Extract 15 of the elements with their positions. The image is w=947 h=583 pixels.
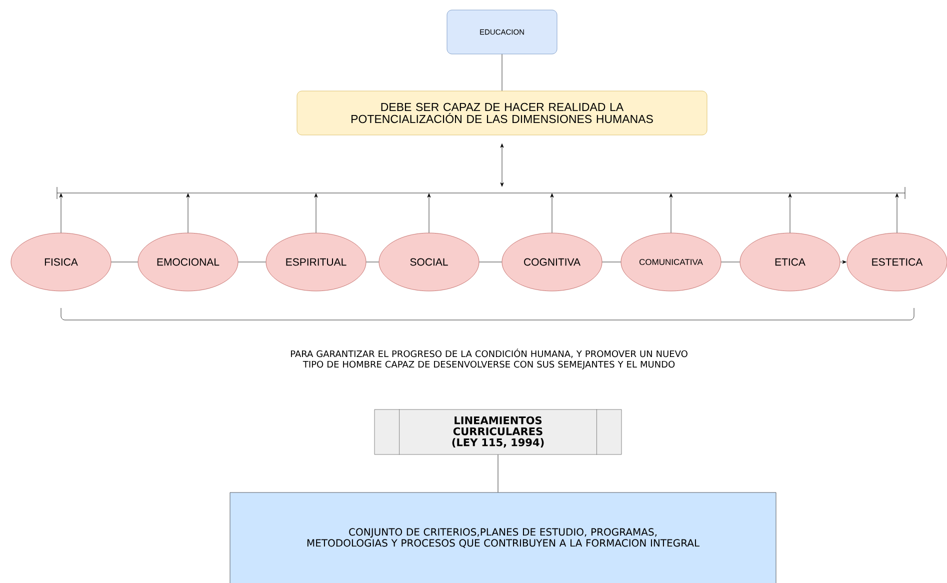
arrow: [500, 144, 504, 187]
arrow: [895, 193, 899, 233]
arrow: [427, 193, 431, 233]
process-box: DEBE SER CAPAZ DE HACER REALIDAD LA POTENCIALIZACIÓN DE LAS DIMENSIONES HUMANAS: [296, 90, 708, 136]
arrow: [314, 193, 318, 233]
process-box: CONJUNTO DE CRITERIOS,PLANES DE ESTUDIO, PROGRAMAS, METODOLOGIAS Y PROCESOS QUE CONTRIBUYEN A LA FORMACION INTEGRAL: [230, 492, 776, 583]
bar-line: [56, 186, 906, 200]
arrow: [788, 193, 792, 233]
arrow: [840, 260, 846, 264]
arrow: [550, 193, 554, 233]
arrow: [186, 193, 190, 233]
arrow: [59, 193, 63, 233]
subprocess-box: LINEAMIENTOS CURRICULARES (LEY 115, 1994): [374, 409, 622, 455]
arrow: [669, 193, 673, 233]
note-text: PARA GARANTIZAR EL PROGRESO DE LA CONDICIÓN HUMANA, Y PROMOVER UN NUEVO TIPO DE HOMBRE CAPAZ DE DESENVOLVERSE CON SUS SEMEJANTES Y EL MUNDO: [291, 348, 688, 370]
